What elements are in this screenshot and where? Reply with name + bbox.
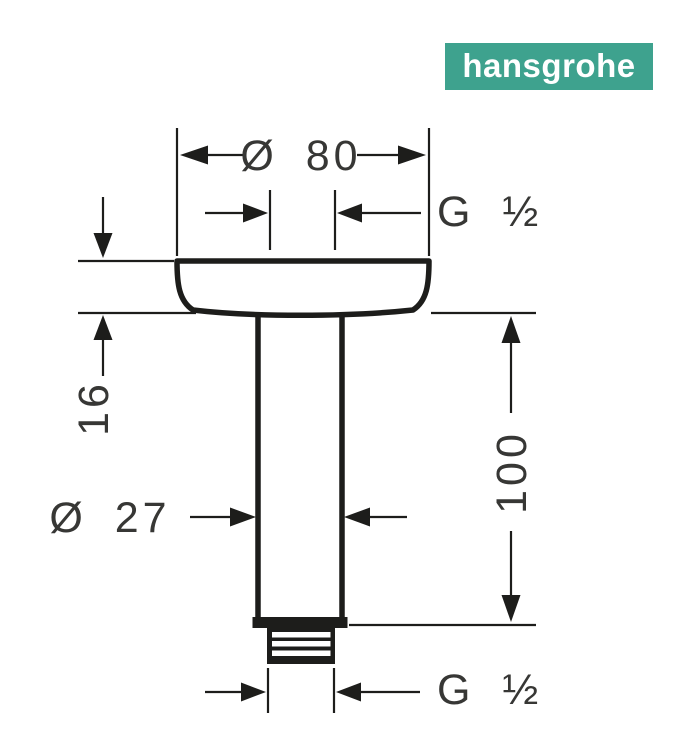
thread-groove-1 bbox=[272, 632, 331, 638]
dim-pipe-length-arrow-up bbox=[501, 316, 521, 343]
hansgrohe-logo-text: hansgrohe bbox=[462, 46, 636, 84]
dim-pipe-length-arrow-down bbox=[501, 595, 521, 622]
dim-pipe-diameter-arrow-left bbox=[230, 507, 256, 527]
pipe-bottom-cap bbox=[252, 617, 348, 628]
thread-groove-3 bbox=[272, 650, 331, 656]
dim-thread-bottom-label: G ½ bbox=[437, 666, 542, 714]
dim-thread-top-label: G ½ bbox=[437, 188, 542, 236]
hansgrohe-logo: hansgrohe bbox=[445, 43, 653, 90]
dim-flange-diameter-arrow-right bbox=[398, 145, 426, 165]
dim-flange-height-arrow-down bbox=[93, 233, 113, 258]
dim-flange-height-arrow-up bbox=[93, 315, 113, 340]
dim-flange-height-label: 16 bbox=[70, 380, 118, 436]
dim-pipe-diameter-label: Ø 27 bbox=[49, 494, 170, 542]
dim-thread-top-arrow-left bbox=[243, 203, 268, 223]
flange-outline bbox=[174, 258, 432, 318]
dim-thread-top-arrow-right bbox=[337, 203, 362, 223]
dim-thread-bottom-arrow-right bbox=[336, 682, 361, 702]
dim-thread-bottom-arrow-left bbox=[241, 682, 266, 702]
dim-pipe-diameter-arrow-right bbox=[344, 507, 370, 527]
thread-groove-2 bbox=[272, 641, 331, 647]
dim-pipe-length-label: 100 bbox=[488, 430, 536, 514]
dim-flange-diameter-label: Ø 80 bbox=[240, 132, 361, 180]
dim-flange-diameter-arrow-left bbox=[180, 145, 208, 165]
